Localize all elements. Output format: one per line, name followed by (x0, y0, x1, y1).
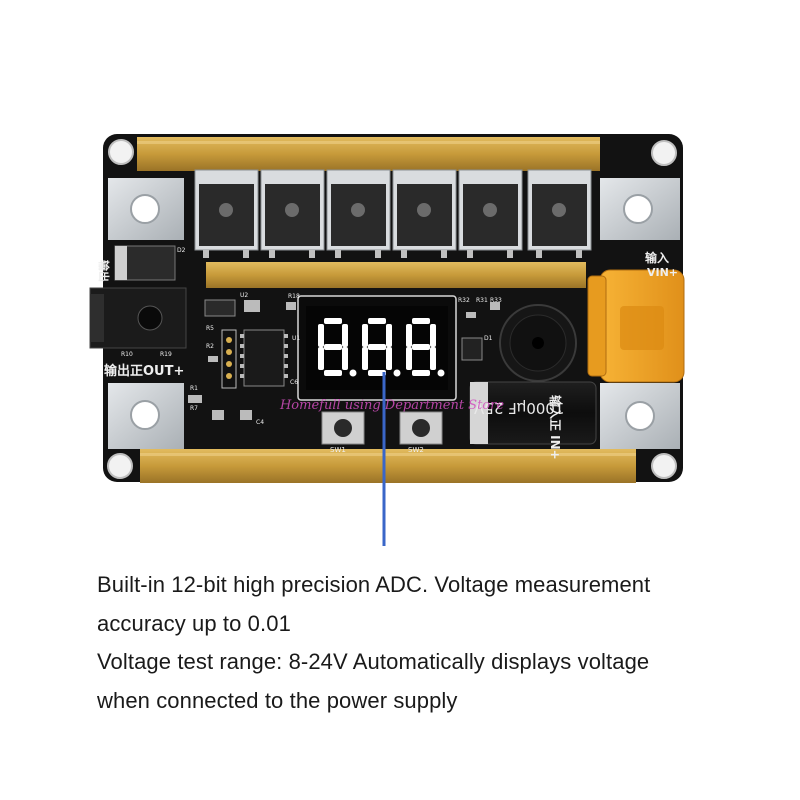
ref-label: R5 (206, 325, 214, 332)
segment (412, 370, 430, 376)
ref-label: U2 (240, 292, 248, 299)
decimal-point (393, 369, 401, 377)
ref-label: R7 (190, 405, 198, 412)
label-sw1: SW1 (330, 446, 346, 454)
ref-label: U1 (292, 335, 300, 342)
ref-label: R32 (458, 297, 470, 304)
xt60-connector (587, 269, 685, 383)
segment (406, 347, 412, 370)
label-output: 输出正OUT+ (104, 363, 184, 379)
ref-label: R18 (288, 293, 300, 300)
segment (412, 318, 430, 324)
segment (324, 318, 342, 324)
product-photo: 1000μF 25V 输出正OUT+ 输入 VIN+ 输入正 IN+ 输出 SW… (89, 134, 685, 546)
decimal-point (349, 369, 357, 377)
segment (318, 324, 324, 347)
ref-label: R31 (476, 297, 488, 304)
watermark: Homefull using Department Store (279, 398, 504, 413)
display-digits (318, 318, 445, 377)
mounting-holes (107, 139, 677, 479)
decimal-point (437, 369, 445, 377)
segment (368, 370, 386, 376)
ref-label: R19 (160, 351, 172, 358)
label-sw2: SW2 (408, 446, 424, 454)
segment (430, 324, 436, 347)
ref-label: D1 (484, 335, 493, 342)
button-sw1 (321, 411, 365, 445)
segment (368, 344, 386, 350)
segment (342, 324, 348, 347)
terminal-pads (108, 178, 680, 449)
segment (362, 324, 368, 347)
caption-line-1: Built-in 12-bit high precision ADC. Volt… (97, 572, 651, 597)
caption-line-3: Voltage test range: 8-24V Automatically … (97, 649, 650, 674)
ref-label: D2 (177, 247, 186, 254)
segment (368, 318, 386, 324)
label-input-top: 输入 (645, 250, 669, 265)
segment (430, 347, 436, 370)
ref-label: R2 (206, 343, 214, 350)
segment (324, 370, 342, 376)
segment (342, 347, 348, 370)
mosfet-row (194, 169, 592, 258)
label-vin: VIN+ (647, 266, 678, 279)
button-sw2 (399, 411, 443, 445)
segment (406, 324, 412, 347)
buzzer (499, 304, 577, 382)
segment (318, 347, 324, 370)
segment (324, 344, 342, 350)
segment (362, 347, 368, 370)
ref-label: C4 (256, 419, 264, 426)
segment (386, 324, 392, 347)
caption-line-2: accuracy up to 0.01 (97, 610, 291, 636)
ref-label: C6 (290, 379, 298, 386)
middle-copper-bar (206, 262, 586, 288)
label-input-side: 输入正 IN+ (548, 395, 563, 460)
smd-components (188, 299, 500, 420)
caption: Built-in 12-bit high precision ADC. Volt… (97, 566, 777, 720)
label-out-side: 输出 (97, 260, 111, 282)
capacitor: 1000μF 25V (469, 381, 597, 445)
ref-label: R33 (490, 297, 502, 304)
segment (386, 347, 392, 370)
caption-line-4: when connected to the power supply (97, 687, 458, 713)
spot-welder-pcb: 1000μF 25V 输出正OUT+ 输入 VIN+ 输入正 IN+ 输出 SW… (89, 134, 685, 546)
segment (412, 344, 430, 350)
ref-label: R10 (121, 351, 133, 358)
capacitor-label: 1000μF 25V (473, 399, 564, 417)
ref-label: R1 (190, 385, 198, 392)
